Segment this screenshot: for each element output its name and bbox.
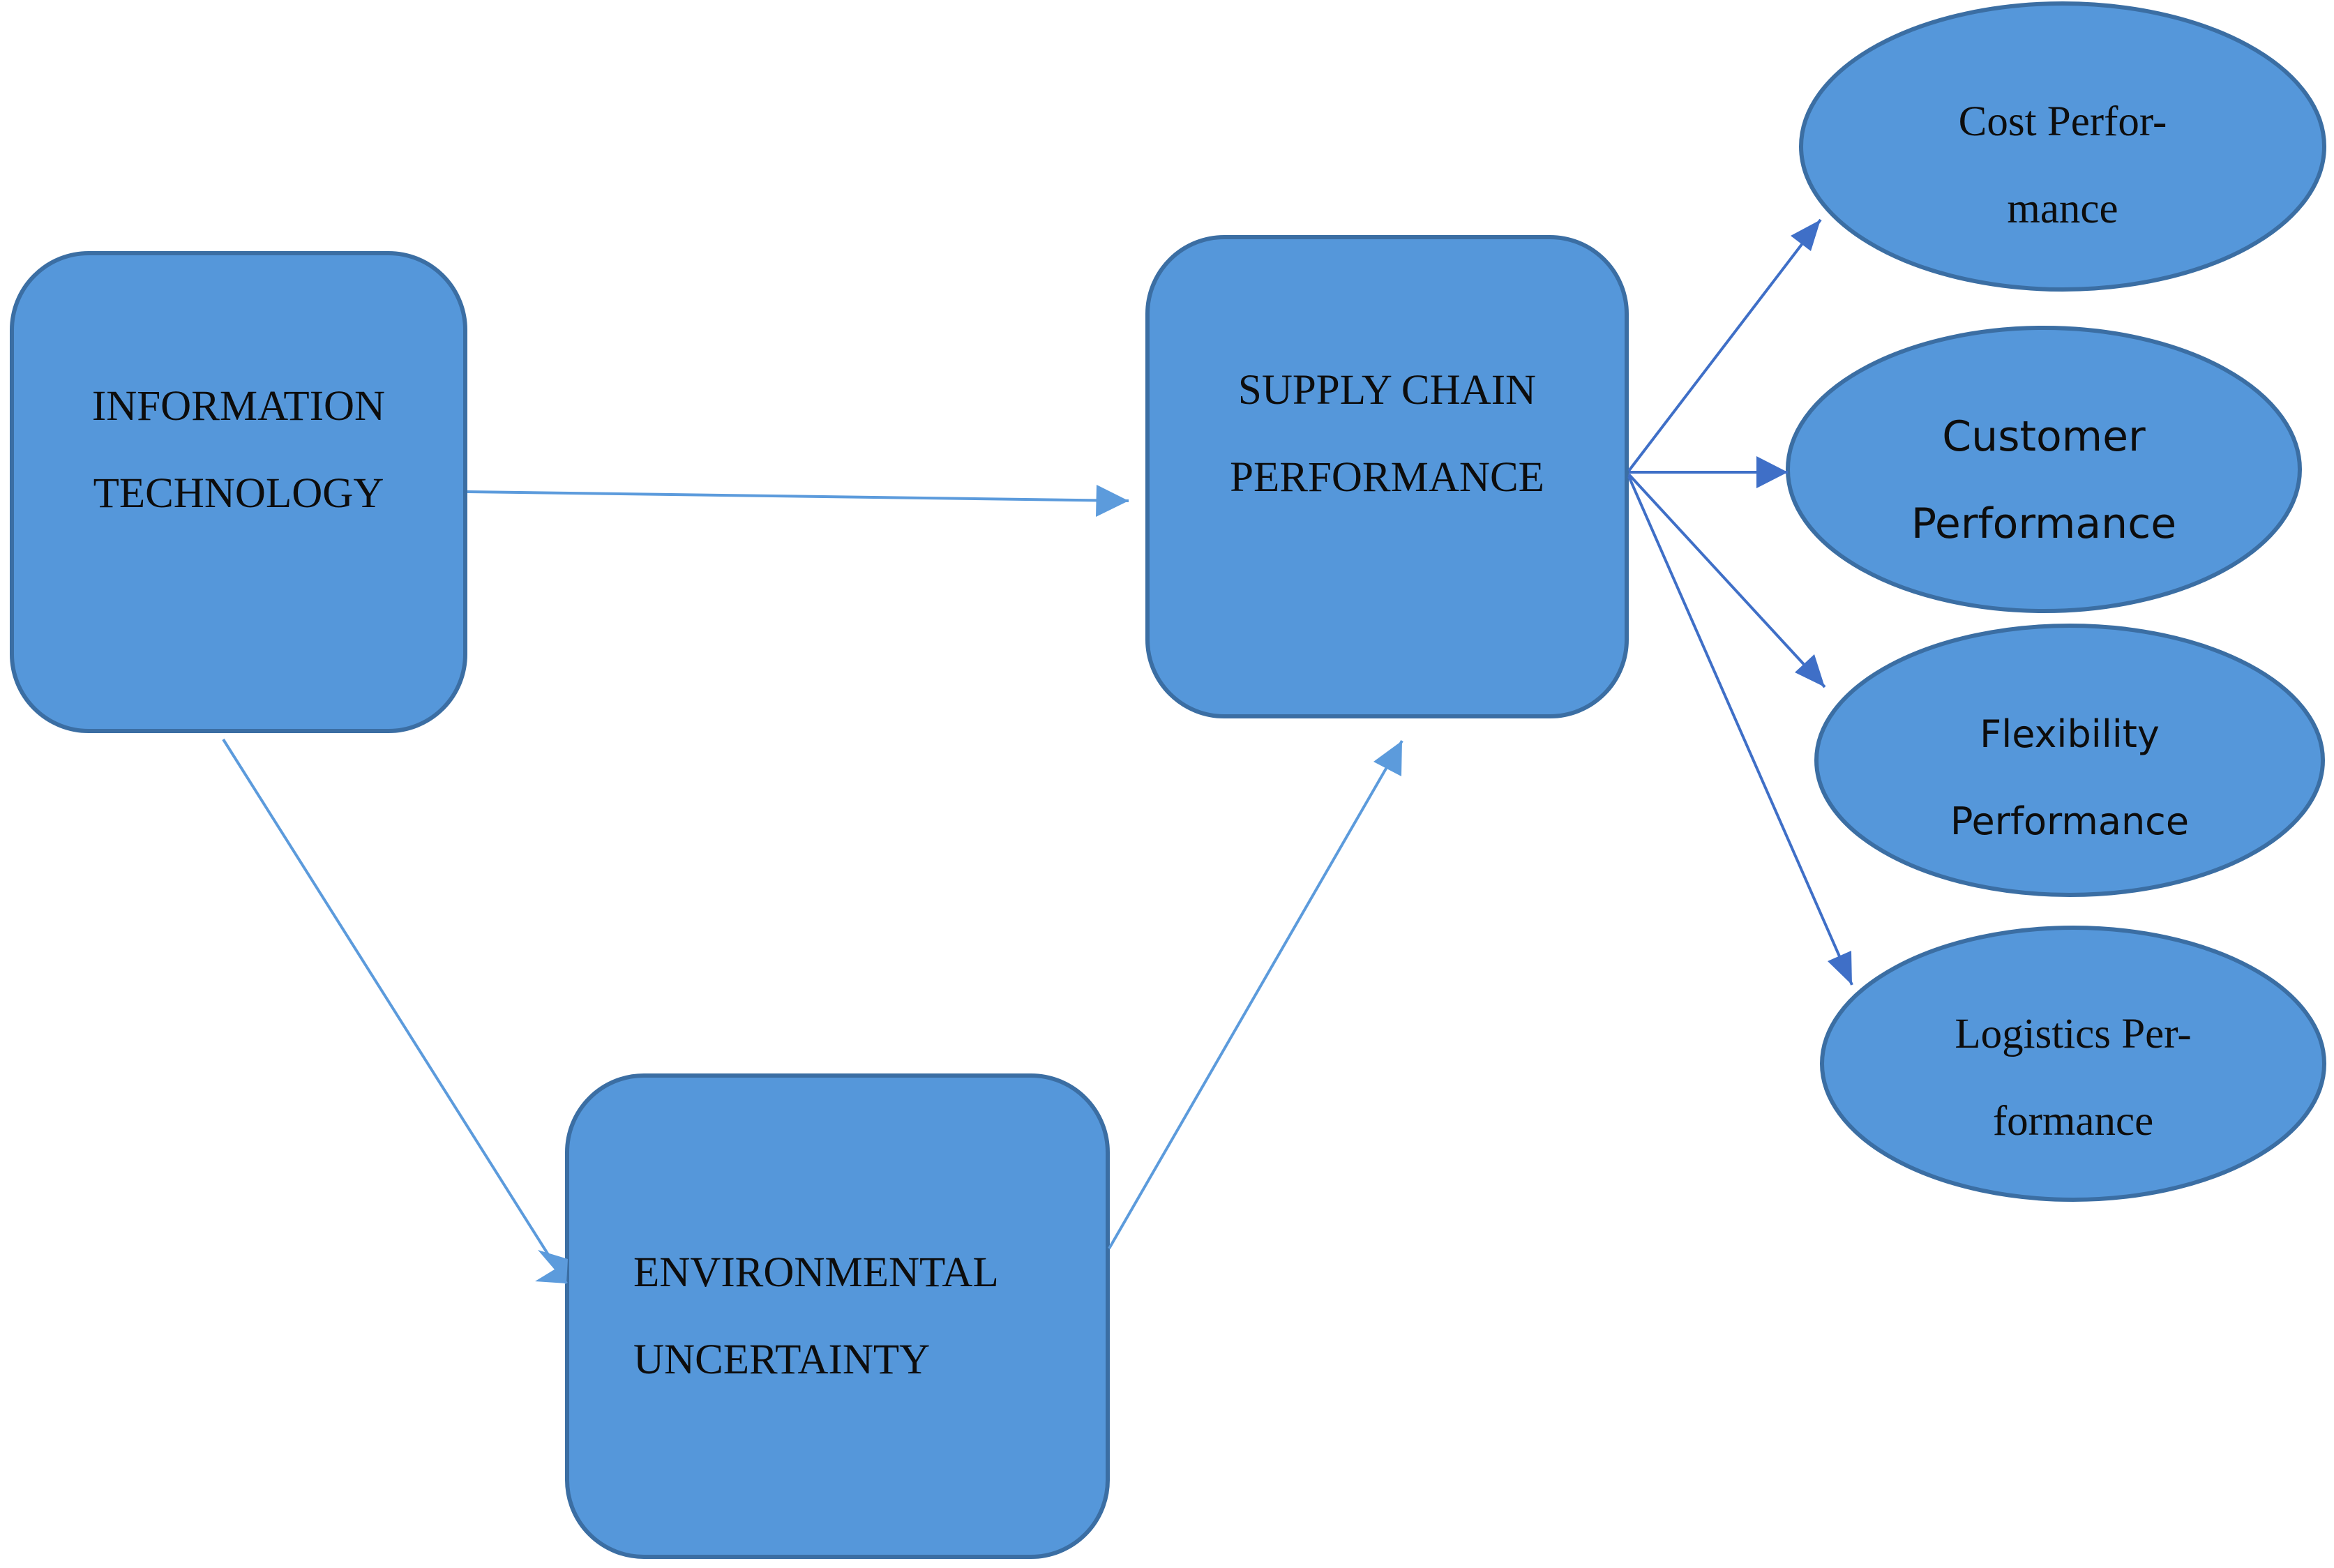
- supply-chain-performance-box: [1145, 235, 1629, 718]
- cost-performance-ellipse: [1799, 1, 2326, 292]
- arrowhead-it-to-scp: [1096, 485, 1129, 517]
- environmental-uncertainty-box: [565, 1073, 1110, 1559]
- arrowhead-it-to-eu-fill: [538, 1250, 568, 1283]
- arrowhead-scp-to-flexibility: [1795, 654, 1825, 687]
- customer-performance-ellipse: [1786, 326, 2302, 613]
- arrow-scp-to-logistics: [1627, 476, 1853, 986]
- arrowhead-scp-to-cost: [1791, 220, 1821, 251]
- arrow-eu-to-scp: [1108, 740, 1403, 1249]
- information-technology-box: [10, 251, 467, 733]
- logistics-performance-ellipse: [1820, 926, 2326, 1202]
- arrowhead-scp-to-logistics: [1828, 951, 1852, 985]
- arrow-scp-to-cost: [1627, 218, 1822, 472]
- flexibility-performance-ellipse: [1814, 624, 2325, 897]
- arrow-scp-to-flexibility: [1627, 473, 1826, 688]
- arrow-it-to-scp: [467, 490, 1129, 502]
- arrowhead-scp-to-customer: [1756, 456, 1788, 488]
- arrowhead-eu-to-scp: [1373, 741, 1402, 776]
- arrow-it-to-eu: [222, 738, 568, 1285]
